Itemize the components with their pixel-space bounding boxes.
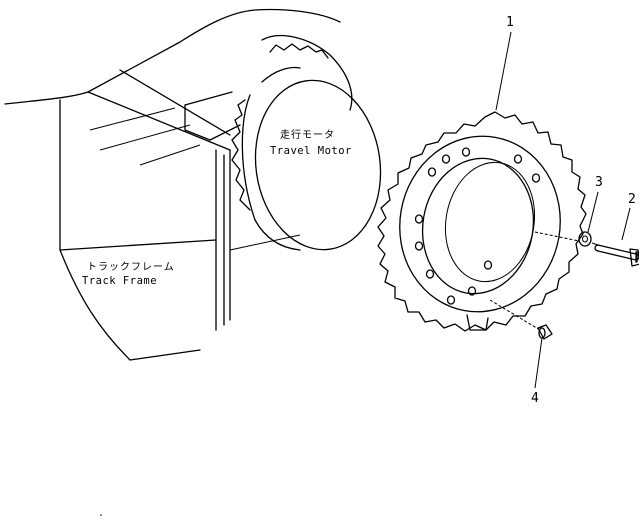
sprocket-bolt-holes [414, 147, 541, 305]
callout-bolt: 2 [628, 192, 636, 207]
plug [537, 324, 553, 340]
track-frame-label-en: Track Frame [82, 275, 157, 287]
scan-speck [100, 514, 102, 516]
bolt [594, 244, 639, 267]
leader-lines [489, 31, 631, 389]
washer [578, 231, 592, 247]
travel-motor-label-jp: 走行モータ [280, 128, 335, 141]
travel-motor [231, 35, 382, 251]
callout-washer: 3 [595, 175, 603, 190]
callout-sprocket: 1 [506, 15, 514, 30]
track-frame [4, 8, 341, 361]
callout-plug: 4 [531, 391, 539, 406]
travel-motor-label-en: Travel Motor [270, 145, 352, 157]
track-frame-label-jp: トラックフレーム [87, 261, 175, 273]
sprocket [377, 111, 587, 332]
